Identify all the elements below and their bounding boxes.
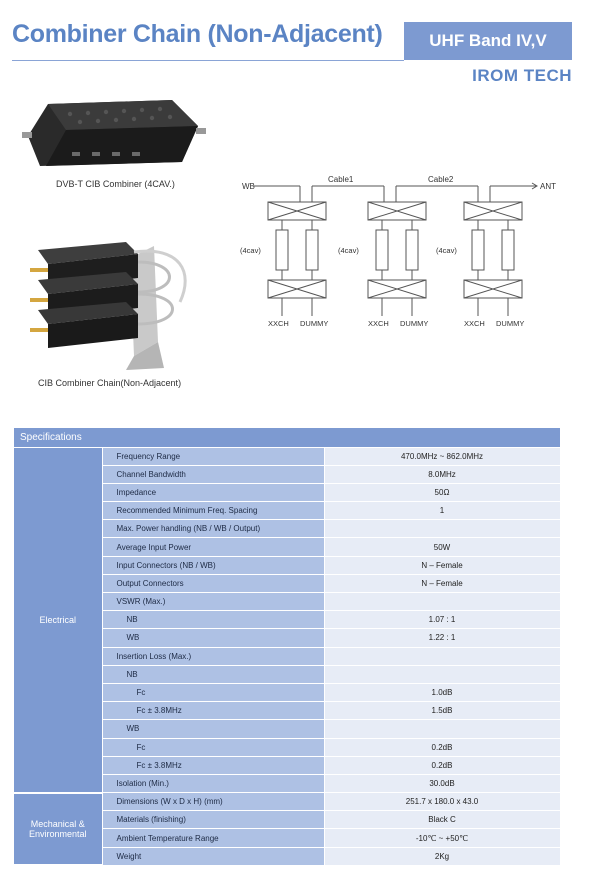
- spec-value: -10℃ ~ +50℃: [324, 828, 561, 848]
- spec-value: 1.5dB: [324, 701, 561, 721]
- diagram-wb-label: WB: [242, 182, 255, 191]
- spec-value: [324, 519, 561, 539]
- spec-value: 50Ω: [324, 483, 561, 503]
- table-row: WB: [14, 719, 561, 739]
- spec-parameter: WB: [102, 628, 325, 648]
- spec-value: [324, 592, 561, 612]
- spec-parameter: Fc ± 3.8MHz: [102, 701, 325, 721]
- spec-parameter: Ambient Temperature Range: [102, 828, 325, 848]
- table-row: Max. Power handling (NB / WB / Output): [14, 519, 561, 539]
- spec-value: Black C: [324, 810, 561, 830]
- spec-parameter: Fc ± 3.8MHz: [102, 756, 325, 775]
- diagram-cav-label-2: (4cav): [338, 246, 359, 255]
- spec-value: 470.0MHz ~ 862.0MHz: [324, 447, 561, 466]
- spec-value: N – Female: [324, 556, 561, 575]
- spec-value: 1.22 : 1: [324, 628, 561, 648]
- spec-value: 1: [324, 501, 561, 521]
- block-diagram-svg: WB Cable1 Cable2 ANT (4cav) (4cav) (4cav…: [240, 175, 556, 328]
- combiner-photo: [22, 100, 206, 166]
- table-row: Materials (finishing)Black C: [14, 810, 561, 830]
- diagram-cable1-label: Cable1: [328, 175, 354, 184]
- spec-parameter: Channel Bandwidth: [102, 465, 325, 484]
- spec-parameter: Output Connectors: [102, 574, 325, 594]
- diagram-cav-label-3: (4cav): [436, 246, 457, 255]
- spec-parameter: NB: [102, 610, 325, 630]
- spec-parameter: Max. Power handling (NB / WB / Output): [102, 519, 325, 539]
- spec-parameter: WB: [102, 719, 325, 739]
- diagram-cable2-label: Cable2: [428, 175, 454, 184]
- diagram-dummy-label-2: DUMMY: [400, 319, 428, 328]
- spec-parameter: Weight: [102, 847, 325, 866]
- diagram-dummy-label-3: DUMMY: [496, 319, 524, 328]
- spec-value: 1.07 : 1: [324, 610, 561, 630]
- spec-parameter: Recommended Minimum Freq. Spacing: [102, 501, 325, 521]
- specifications-header-row: Specifications: [14, 428, 561, 448]
- spec-value: 8.0MHz: [324, 465, 561, 484]
- spec-parameter: Insertion Loss (Max.): [102, 647, 325, 666]
- spec-value: [324, 719, 561, 739]
- combiner-caption: DVB-T CIB Combiner (4CAV.): [56, 179, 175, 189]
- spec-parameter: Fc: [102, 738, 325, 757]
- spec-value: 1.0dB: [324, 683, 561, 703]
- spec-group-label: Electrical: [14, 447, 103, 794]
- spec-parameter: VSWR (Max.): [102, 592, 325, 612]
- diagram-dummy-label-1: DUMMY: [300, 319, 328, 328]
- table-row: Ambient Temperature Range-10℃ ~ +50℃: [14, 828, 561, 848]
- spec-parameter: Isolation (Min.): [102, 774, 325, 794]
- block-diagram: WB Cable1 Cable2 ANT (4cav) (4cav) (4cav…: [232, 170, 562, 340]
- spec-group-label: Mechanical & Environmental: [14, 792, 103, 867]
- spec-value: [324, 665, 561, 684]
- spec-parameter: NB: [102, 665, 325, 684]
- spec-parameter: Input Connectors (NB / WB): [102, 556, 325, 575]
- table-row: VSWR (Max.): [14, 592, 561, 612]
- spec-parameter: Average Input Power: [102, 537, 325, 557]
- spec-parameter: Frequency Range: [102, 447, 325, 466]
- spec-parameter: Dimensions (W x D x H) (mm): [102, 792, 325, 812]
- spec-value: N – Female: [324, 574, 561, 594]
- spec-parameter: Fc: [102, 683, 325, 703]
- band-badge: UHF Band IV,V: [404, 22, 572, 60]
- diagram-cav-label-1: (4cav): [240, 246, 261, 255]
- table-row: NB: [14, 665, 561, 684]
- specifications-heading: Specifications: [14, 428, 561, 448]
- spec-parameter: Materials (finishing): [102, 810, 325, 830]
- spec-value: 0.2dB: [324, 738, 561, 757]
- spec-parameter: Impedance: [102, 483, 325, 503]
- spec-value: 30.0dB: [324, 774, 561, 794]
- table-row: Input Connectors (NB / WB)N – Female: [14, 556, 561, 575]
- spec-value: 50W: [324, 537, 561, 557]
- chain-caption: CIB Combiner Chain(Non-Adjacent): [38, 378, 182, 388]
- diagram-xxch-label-2: XXCH: [368, 319, 389, 328]
- spec-value: 251.7 x 180.0 x 43.0: [324, 792, 561, 812]
- spec-value: 0.2dB: [324, 756, 561, 775]
- table-row: Insertion Loss (Max.): [14, 647, 561, 666]
- diagram-ant-label: ANT: [540, 182, 556, 191]
- title-divider: [12, 60, 404, 61]
- diagram-xxch-label-3: XXCH: [464, 319, 485, 328]
- brand-logo: IROM TECH: [472, 66, 572, 85]
- spec-value: 2Kg: [324, 847, 561, 866]
- spec-value: [324, 647, 561, 666]
- page-title: Combiner Chain (Non-Adjacent): [12, 20, 383, 48]
- table-row: Isolation (Min.)30.0dB: [14, 774, 561, 794]
- diagram-xxch-label-1: XXCH: [268, 319, 289, 328]
- combiner-chain-photo: [30, 242, 187, 370]
